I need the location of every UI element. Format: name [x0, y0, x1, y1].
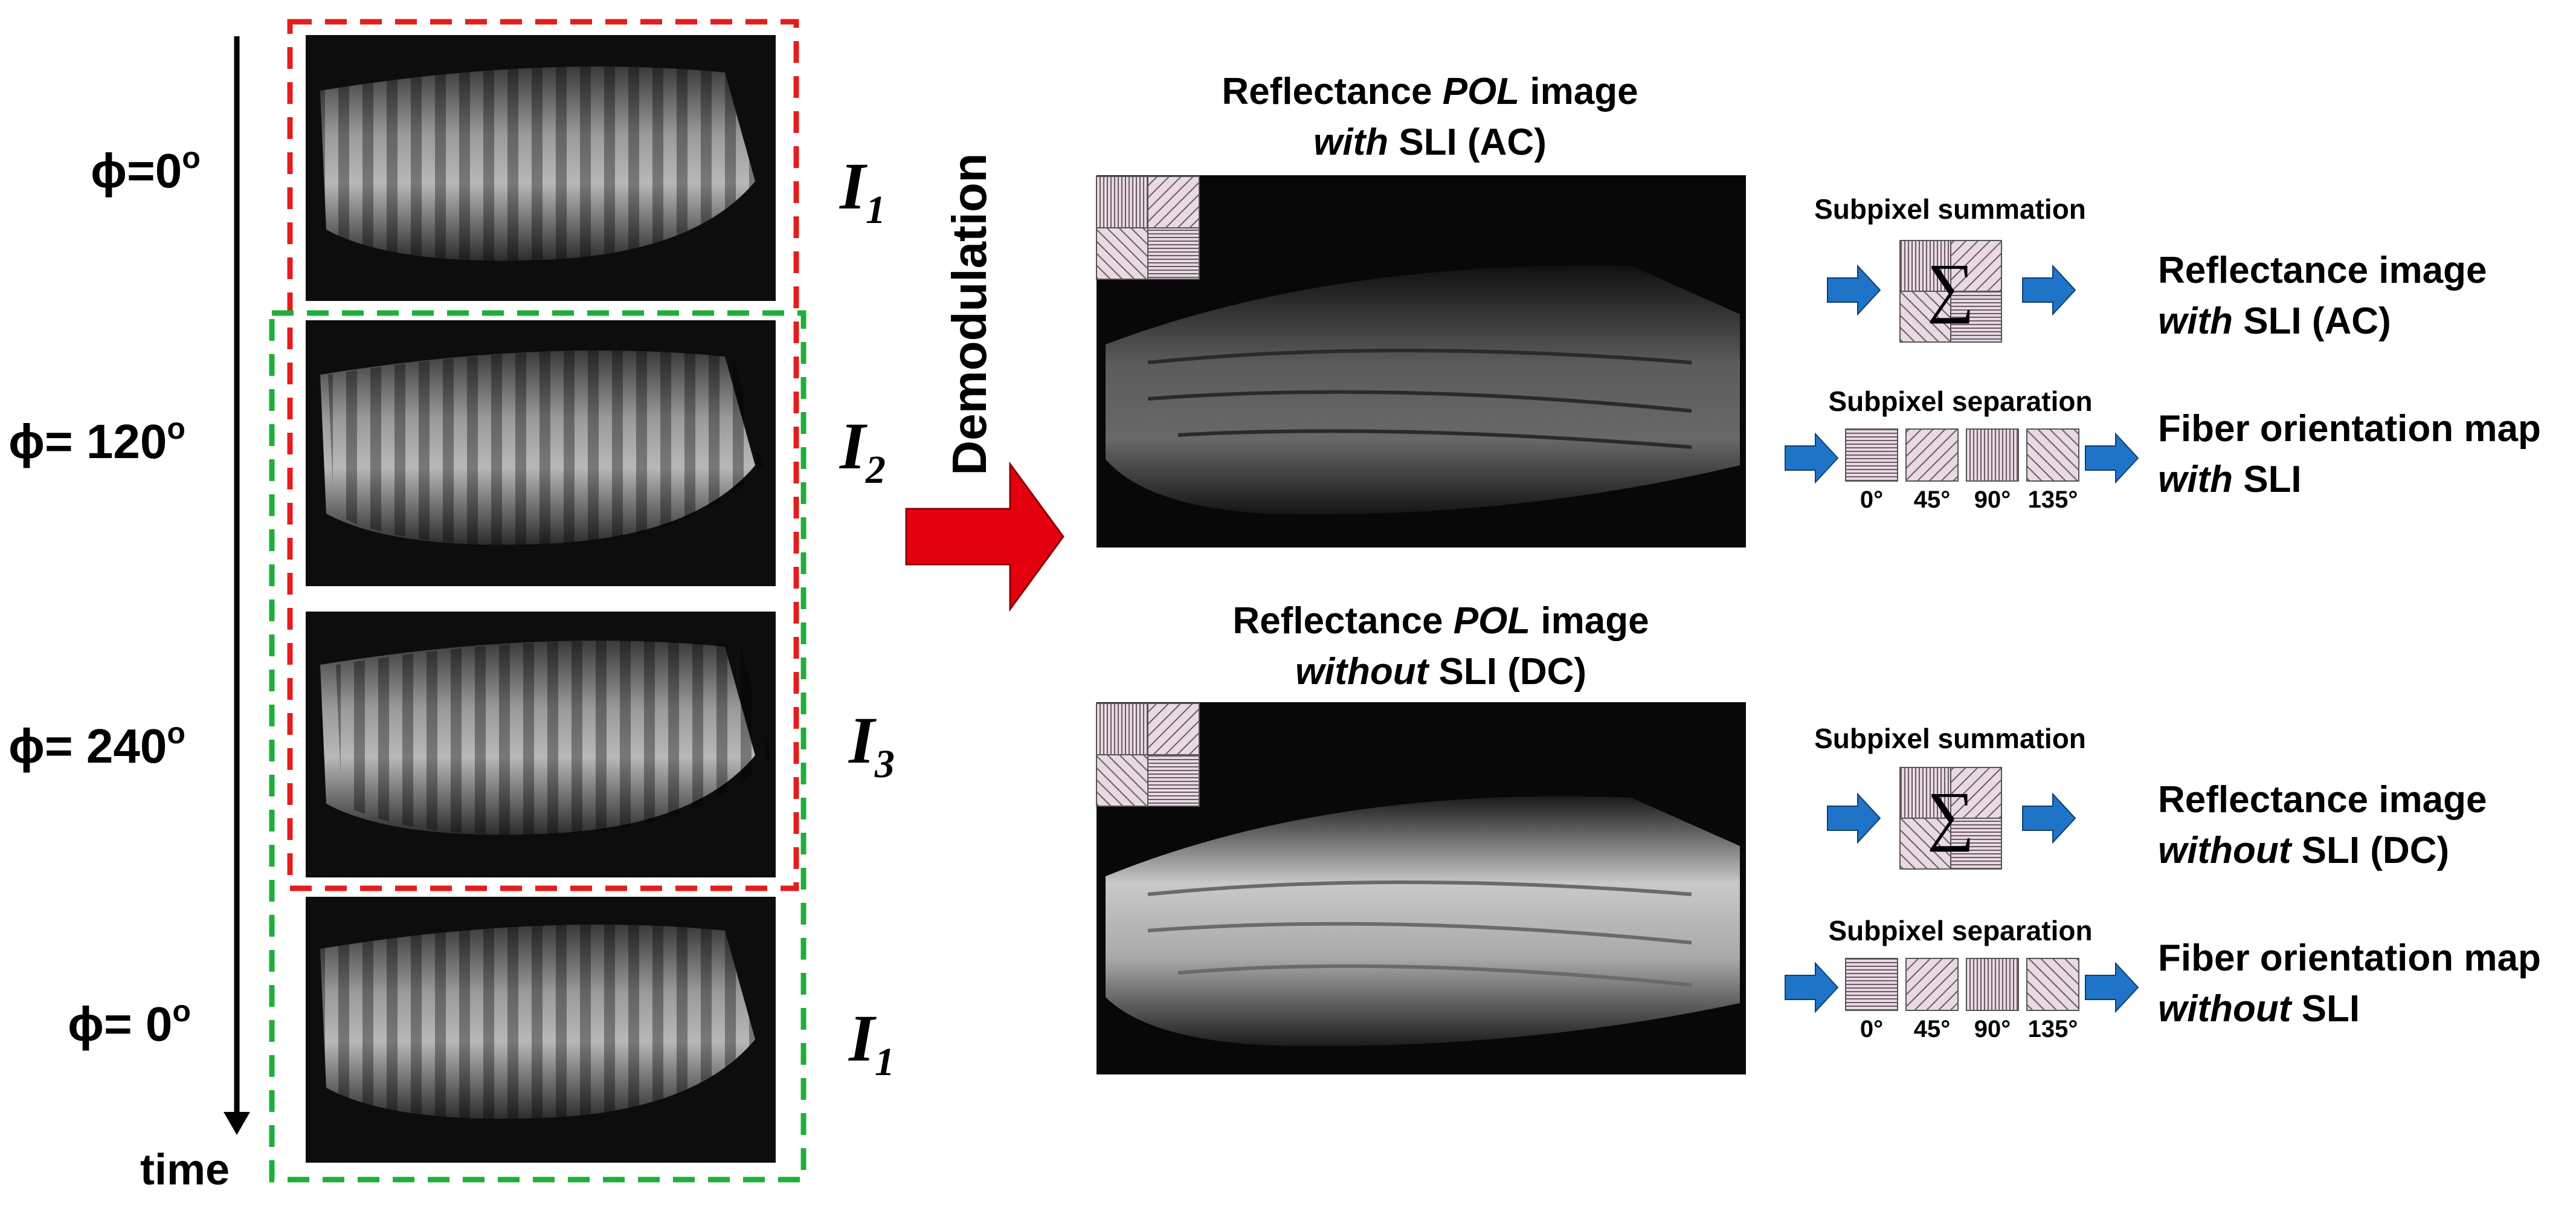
angle-0-dc: 0° — [1860, 1016, 1883, 1042]
time-arrowhead — [224, 1112, 250, 1135]
angle-135-ac: 135° — [2028, 486, 2078, 513]
svg-text:with SLI (AC): with SLI (AC) — [2158, 300, 2391, 342]
subpixel-0-ac — [1845, 428, 1898, 482]
flow-arrow-out-sum-ac — [2022, 264, 2076, 316]
intensity-label-4: I1 — [848, 1001, 895, 1084]
separation-result-ac: Fiber orientation map with SLI — [2158, 408, 2541, 500]
svg-text:Reflectance image: Reflectance image — [2158, 250, 2487, 291]
angle-0-ac: 0° — [1860, 486, 1883, 513]
intensity-label-2: I2 — [839, 409, 886, 492]
red-group-box — [287, 19, 799, 891]
flow-arrow-out-sep-dc — [2085, 961, 2139, 1013]
frame-2 — [306, 320, 776, 586]
separation-label-ac: Subpixel separation — [1828, 386, 2092, 417]
subpixel-90-dc — [1966, 958, 2019, 1011]
summation-result-ac: Reflectance image with SLI (AC) — [2158, 250, 2487, 342]
subpixel-135-ac — [2026, 428, 2079, 482]
angle-90-ac: 90° — [1974, 486, 2011, 513]
flow-arrow-out-sep-ac — [2085, 432, 2139, 484]
pol-image-ac — [1096, 175, 1746, 547]
intensity-label-3: I3 — [848, 703, 895, 786]
flow-arrow-in-sum-ac — [1827, 264, 1881, 316]
sum-symbol-ac: ∑ — [1927, 250, 1974, 324]
subpixel-135-dc — [2026, 958, 2079, 1011]
demodulation-label: Demodulation — [942, 153, 996, 475]
angle-45-dc: 45° — [1914, 1016, 1951, 1042]
svg-text:Reflectance POL image: Reflectance POL image — [1232, 600, 1649, 642]
svg-text:Fiber orientation map: Fiber orientation map — [2158, 408, 2541, 450]
frame-3 — [306, 612, 776, 877]
frame-1 — [306, 35, 776, 301]
flow-arrow-in-sep-ac — [1785, 432, 1839, 484]
svg-text:Fiber orientation map: Fiber orientation map — [2158, 937, 2541, 979]
subpixel-0-dc — [1845, 958, 1898, 1011]
svg-text:without SLI: without SLI — [2158, 988, 2360, 1030]
phase-label-1: ϕ=0o — [91, 141, 201, 198]
green-group-box — [269, 310, 807, 1183]
summation-superpixel-ac: ∑ — [1899, 240, 2002, 343]
flow-arrow-in-sum-dc — [1827, 792, 1881, 844]
svg-text:with SLI: with SLI — [2158, 459, 2302, 500]
pol-image-ac-title: Reflectance POL image with SLI (AC) — [1222, 71, 1638, 163]
subpixel-90-ac — [1966, 428, 2019, 482]
summation-label-ac: Subpixel summation — [1814, 193, 2086, 225]
phase-label-4: ϕ= 0o — [68, 994, 191, 1051]
svg-text:Reflectance POL image: Reflectance POL image — [1222, 71, 1638, 112]
svg-text:without SLI (DC): without SLI (DC) — [2158, 830, 2449, 871]
demodulation-arrow — [905, 461, 1064, 612]
time-label: time — [140, 1146, 230, 1194]
subpixel-45-ac — [1905, 428, 1959, 482]
separation-result-dc: Fiber orientation map without SLI — [2158, 937, 2541, 1030]
summation-label-dc: Subpixel summation — [1814, 723, 2086, 754]
pol-image-dc — [1096, 702, 1746, 1074]
phase-label-3: ϕ= 240o — [8, 716, 185, 773]
frame-4 — [306, 897, 776, 1163]
svg-text:Reflectance image: Reflectance image — [2158, 779, 2487, 821]
superpixel-icon-ac — [1096, 176, 1200, 280]
phase-label-2: ϕ= 120o — [8, 412, 185, 468]
summation-superpixel-dc: ∑ — [1899, 767, 2002, 870]
flow-arrow-out-sum-dc — [2022, 792, 2076, 844]
subpixel-45-dc — [1905, 958, 1959, 1011]
pol-image-dc-title: Reflectance POL image without SLI (DC) — [1232, 600, 1649, 693]
superpixel-icon-dc — [1096, 703, 1200, 807]
intensity-label-1: I1 — [839, 149, 886, 232]
angle-45-ac: 45° — [1914, 486, 1951, 513]
svg-text:with SLI (AC): with SLI (AC) — [1313, 121, 1547, 163]
separation-label-dc: Subpixel separation — [1828, 915, 2092, 946]
flow-arrow-in-sep-dc — [1785, 961, 1839, 1013]
summation-result-dc: Reflectance image without SLI (DC) — [2158, 779, 2487, 871]
angle-135-dc: 135° — [2028, 1016, 2078, 1042]
svg-text:without SLI (DC): without SLI (DC) — [1295, 651, 1586, 693]
sum-symbol-dc: ∑ — [1927, 778, 1974, 852]
angle-90-dc: 90° — [1974, 1016, 2011, 1042]
